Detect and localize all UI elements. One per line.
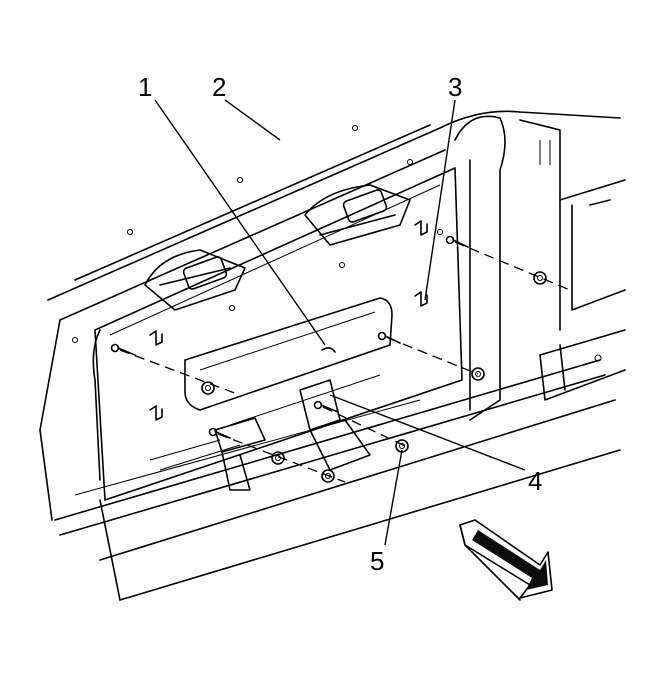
fasteners	[110, 235, 547, 483]
bumper-trim-panel	[184, 297, 393, 411]
leader-lines	[154, 99, 526, 546]
lower-bracket	[149, 374, 381, 491]
nut	[471, 367, 485, 381]
nut	[533, 271, 547, 285]
callout-1: 1	[138, 72, 152, 102]
bolt	[313, 400, 339, 413]
bolt	[110, 343, 136, 356]
assembly-lines	[119, 241, 571, 483]
callout-4: 4	[528, 466, 542, 496]
callout-2: 2	[212, 72, 226, 102]
callout-3: 3	[448, 72, 462, 102]
bolt	[445, 235, 469, 248]
retainer-clips	[149, 220, 428, 421]
nut	[201, 381, 215, 395]
front-direction-arrow-icon	[459, 519, 553, 601]
callout-5: 5	[370, 546, 384, 576]
tailgate-panel	[72, 125, 463, 501]
bolt	[208, 427, 231, 439]
vehicle-body-outline	[39, 110, 626, 601]
